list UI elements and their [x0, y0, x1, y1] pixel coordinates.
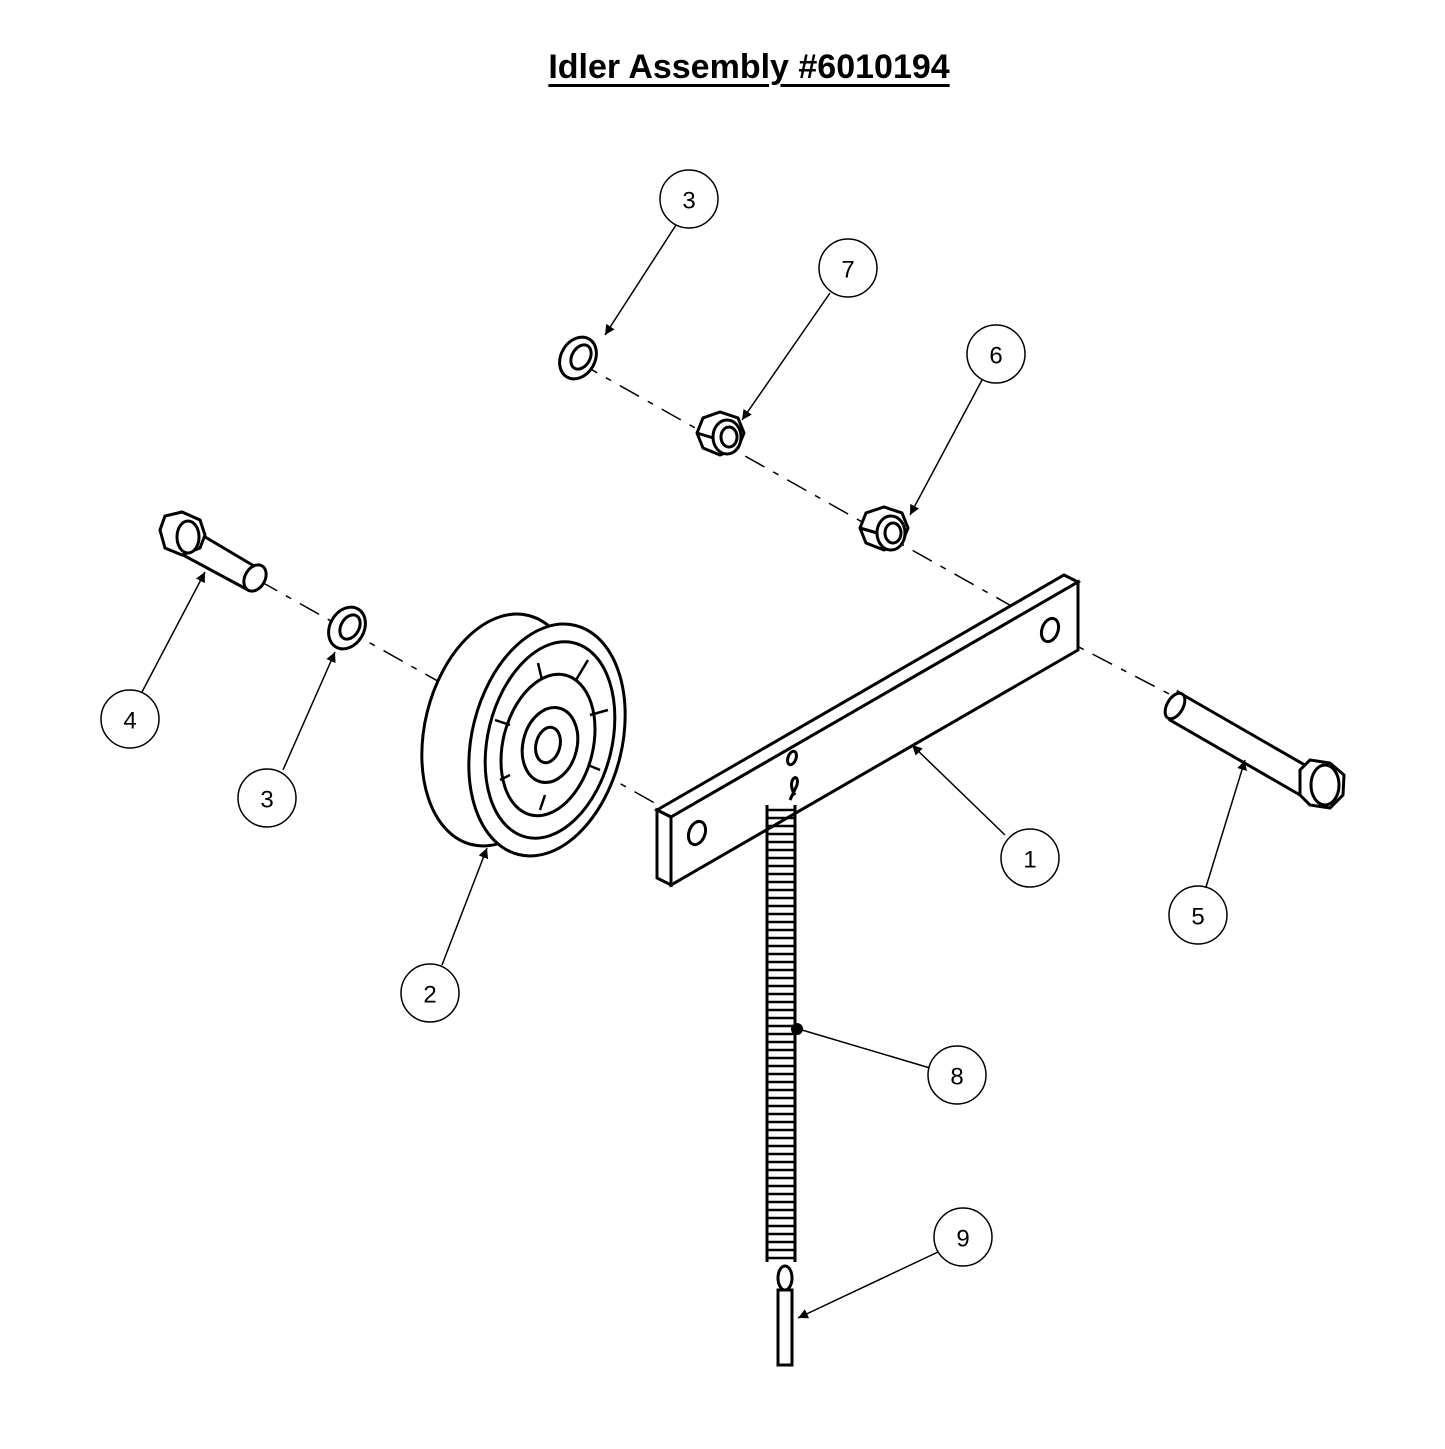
- balloon-6[interactable]: 6: [966, 324, 1026, 384]
- balloon-label: 8: [950, 1064, 963, 1091]
- balloon-label: 2: [423, 982, 436, 1009]
- leader-lines: [141, 224, 1247, 1319]
- balloon-label: 5: [1191, 904, 1204, 931]
- hex-bolt-long[interactable]: [1161, 689, 1346, 810]
- spring-rod[interactable]: [776, 1264, 794, 1367]
- balloon-3-top[interactable]: 3: [659, 169, 719, 229]
- balloon-8[interactable]: 8: [927, 1045, 987, 1105]
- v-belt-pulley[interactable]: [399, 597, 649, 872]
- lock-washer-top[interactable]: [552, 330, 603, 385]
- leader-dot: [791, 1023, 803, 1035]
- balloon-label: 7: [841, 257, 854, 284]
- balloon-label: 9: [956, 1226, 969, 1253]
- balloon-7[interactable]: 7: [818, 238, 878, 298]
- hex-nut-lower[interactable]: [858, 505, 910, 552]
- balloon-label: 4: [123, 708, 136, 735]
- balloon-1[interactable]: 1: [1000, 828, 1060, 888]
- hex-nut-upper[interactable]: [695, 410, 746, 457]
- balloon-label: 3: [260, 787, 273, 814]
- diagram-title: Idler Assembly #6010194: [548, 48, 950, 86]
- balloon-label: 6: [989, 343, 1002, 370]
- balloon-3-left[interactable]: 3: [237, 768, 297, 828]
- balloon-4[interactable]: 4: [100, 689, 160, 749]
- hex-bolt-short[interactable]: [158, 510, 271, 595]
- balloon-label: 1: [1023, 847, 1036, 874]
- balloon-5[interactable]: 5: [1168, 885, 1228, 945]
- lock-washer-left[interactable]: [321, 600, 372, 655]
- balloon-9[interactable]: 9: [933, 1207, 993, 1267]
- balloon-label: 3: [682, 188, 695, 215]
- extension-spring[interactable]: [765, 776, 799, 1265]
- balloon-2[interactable]: 2: [400, 963, 460, 1023]
